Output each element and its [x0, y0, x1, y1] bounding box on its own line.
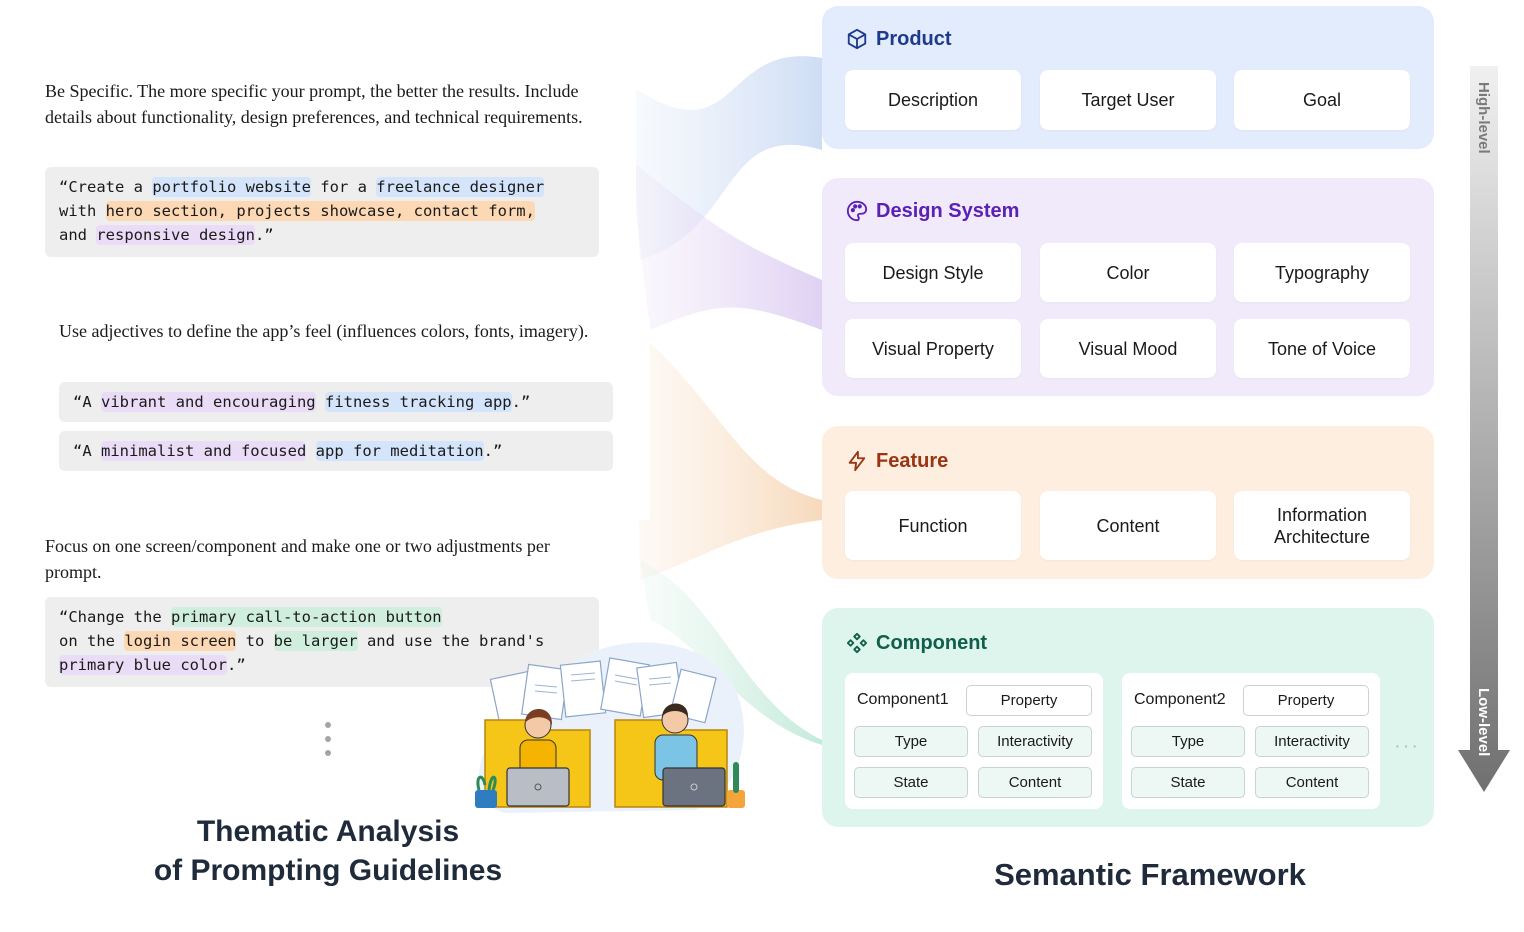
chip-content: Content [1040, 491, 1216, 560]
highlight-blue: app for meditation [315, 442, 484, 460]
chip-goal: Goal [1234, 70, 1410, 130]
level-label-high: High-level [1475, 82, 1492, 154]
highlight-blue: freelance designer [376, 178, 545, 196]
level-label-low: Low-level [1475, 688, 1492, 757]
example-prompt: “A minimalist and focused app for medita… [59, 431, 613, 471]
highlight-orange: hero section, projects showcase, contact… [105, 202, 535, 220]
panel-component: Component Component1 Property Type Inter… [822, 608, 1434, 827]
prompt-text: for a [310, 178, 377, 196]
guideline-card: Be Specific. The more specific your prom… [10, 50, 636, 298]
prompt-text: on the [59, 632, 125, 650]
panel-title: Product [876, 27, 952, 50]
chip-tone-of-voice: Tone of Voice [1234, 319, 1410, 378]
state-chip: State [854, 767, 968, 798]
highlight-purple: responsive design [96, 226, 255, 244]
guideline-text: Focus on one screen/component and make o… [45, 536, 550, 582]
more-components-icon: ··· [1394, 735, 1420, 757]
component-icon [846, 632, 868, 654]
component-name: Component1 [857, 691, 949, 708]
prompt-text: .” [226, 656, 246, 674]
type-chip: Type [1131, 726, 1245, 757]
chip-target-user: Target User [1040, 70, 1216, 130]
guideline-card: Use adjectives to define the app’s feel … [22, 290, 650, 520]
chip-description: Description [845, 70, 1021, 130]
prompt-text: to [236, 632, 274, 650]
example-prompt: “A vibrant and encouraging fitness track… [59, 382, 613, 422]
more-dots-icon [325, 722, 333, 764]
property-chip: Property [1243, 685, 1369, 716]
component-group: Component2 Property Type Interactivity S… [1122, 673, 1380, 809]
content-chip: Content [978, 767, 1092, 798]
level-arrow [1458, 66, 1510, 792]
panel-title: Component [876, 631, 988, 654]
chip-design-style: Design Style [845, 243, 1021, 302]
highlight-purple: vibrant and encouraging [101, 393, 316, 411]
prompt-text: and use the brand's [357, 632, 545, 650]
highlight-purple: primary blue color [59, 656, 227, 674]
connector-green [640, 560, 822, 745]
guideline-text: Be Specific. The more specific your prom… [45, 81, 583, 127]
panel-design-system: Design System Design Style Color Typogra… [822, 178, 1434, 396]
prompt-text: .” [483, 442, 503, 460]
prompt-text: “Create a [59, 178, 153, 196]
interactivity-chip: Interactivity [978, 726, 1092, 757]
chip-visual-mood: Visual Mood [1040, 319, 1216, 378]
highlight-blue: portfolio website [152, 178, 311, 196]
prompt-text: and [59, 226, 97, 244]
highlight-green: be larger [273, 632, 358, 650]
state-chip: State [1131, 767, 1245, 798]
interactivity-chip: Interactivity [1255, 726, 1369, 757]
chip-typography: Typography [1234, 243, 1410, 302]
chip-color: Color [1040, 243, 1216, 302]
people-illustration [475, 642, 745, 813]
panel-feature: Feature Function Content Information Arc… [822, 426, 1434, 579]
chip-information-architecture: Information Architecture [1234, 491, 1410, 560]
lightning-icon [848, 450, 866, 472]
panel-product: Product Description Target User Goal [822, 6, 1434, 149]
prompt-text: .” [254, 226, 274, 244]
type-chip: Type [854, 726, 968, 757]
example-prompt: “Change the primary call-to-action butto… [45, 597, 599, 687]
prompt-text: with [59, 202, 106, 220]
prompt-text: “A [73, 393, 101, 411]
content-chip: Content [1255, 767, 1369, 798]
prompt-text: .” [511, 393, 531, 411]
connector-orange [635, 330, 822, 580]
prompt-text: “Change the [59, 608, 171, 626]
panel-title: Feature [876, 449, 949, 472]
prompt-text: “A [73, 442, 101, 460]
guideline-card: Focus on one screen/component and make o… [10, 505, 636, 713]
connector-purple [630, 160, 822, 330]
component-group: Component1 Property Type Interactivity S… [845, 673, 1103, 809]
chip-function: Function [845, 491, 1021, 560]
component-name: Component2 [1134, 691, 1226, 708]
prompt-text [306, 442, 315, 460]
highlight-purple: minimalist and focused [101, 442, 307, 460]
chip-visual-property: Visual Property [845, 319, 1021, 378]
highlight-blue: fitness tracking app [324, 393, 512, 411]
highlight-orange: login screen [124, 632, 237, 650]
prompt-text [316, 393, 325, 411]
property-chip: Property [966, 685, 1092, 716]
example-prompt: “Create a portfolio website for a freela… [45, 167, 599, 257]
highlight-green: primary call-to-action button [170, 608, 442, 626]
right-section-title: Semantic Framework [994, 857, 1306, 892]
panel-title: Design System [876, 199, 1020, 222]
guideline-text: Use adjectives to define the app’s feel … [59, 321, 589, 341]
palette-icon [846, 200, 868, 222]
cube-icon [847, 28, 867, 50]
